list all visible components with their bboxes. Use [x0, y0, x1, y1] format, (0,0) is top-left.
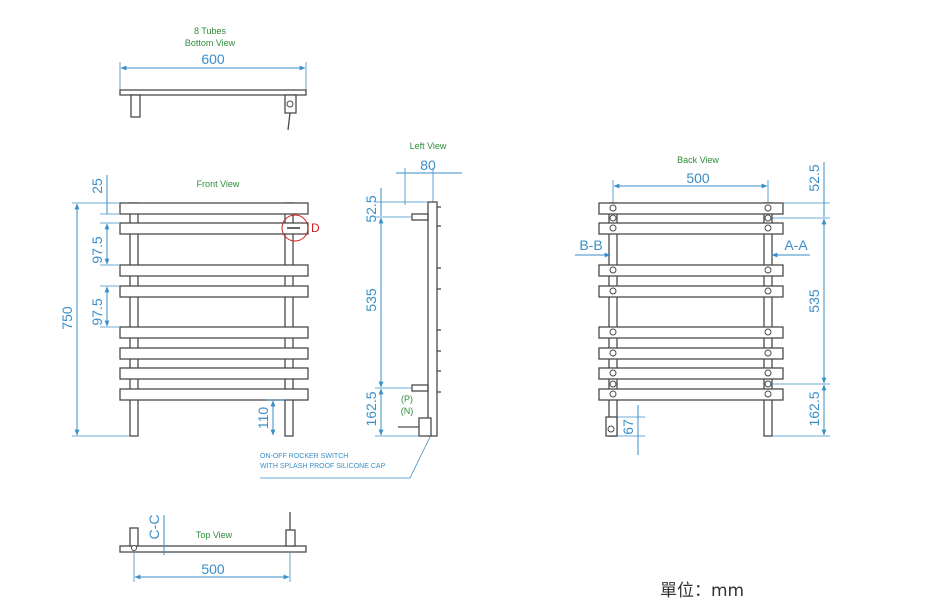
back-hole [764, 349, 772, 357]
left-tube-ends [437, 206, 441, 393]
front-top-dim: 25 [89, 178, 105, 194]
back-hole [609, 214, 617, 222]
left-bottom-dim: 162.5 [363, 391, 379, 426]
bottom-left-leg [130, 94, 141, 118]
front-left-rail [129, 202, 139, 437]
left-view: Left View 80 (P) (N) 52.5 535 [363, 141, 462, 437]
left-rail [427, 201, 438, 437]
back-hole [764, 390, 772, 398]
bottom-width-dim: 600 [201, 51, 225, 67]
top-width-dim: 500 [201, 561, 225, 577]
unit-label: 單位：mm [660, 581, 744, 601]
back-hole [764, 224, 772, 232]
back-tube [598, 367, 784, 380]
back-left-rail [608, 202, 618, 437]
back-width-dim: 500 [686, 170, 710, 186]
back-switch-dim: 67 [620, 419, 636, 435]
bottom-view: 8 Tubes Bottom View 600 [119, 26, 307, 131]
detail-d-circle [281, 214, 309, 242]
bottom-bar [119, 89, 307, 96]
top-left-post [129, 527, 139, 547]
back-hole [764, 214, 772, 222]
front-tube [119, 347, 309, 360]
back-tube [598, 347, 784, 360]
section-c-label: C-C [146, 515, 162, 540]
back-hole [764, 266, 772, 274]
bottom-cable [287, 112, 291, 131]
back-hole [609, 266, 617, 274]
back-tube [598, 285, 784, 298]
front-tube [119, 367, 309, 380]
front-spacing-1-dim: 97.5 [89, 236, 105, 263]
left-depth-dim: 80 [420, 157, 436, 173]
note-line1: ON-OFF ROCKER SWITCH [260, 453, 348, 460]
back-center-dim: 535 [806, 289, 822, 313]
terminal-n-label: (N) [401, 406, 414, 416]
front-tube [119, 388, 309, 401]
back-tube [598, 264, 784, 277]
bottom-view-title-line1: 8 Tubes [194, 26, 227, 36]
top-right-post [285, 529, 296, 547]
back-tube [598, 388, 784, 401]
front-tube [119, 264, 309, 277]
back-tube [598, 222, 784, 235]
back-view: Back View 500 [575, 155, 830, 455]
left-bracket-bottom [411, 384, 429, 392]
front-view-title: Front View [197, 179, 240, 189]
back-hole [609, 349, 617, 357]
top-view: Top View C-C 500 [119, 512, 307, 582]
section-a-label: A-A [784, 237, 808, 253]
back-hole [764, 369, 772, 377]
left-switch-housing [418, 417, 432, 437]
back-hole [609, 224, 617, 232]
front-tube [119, 285, 309, 298]
back-hole [764, 204, 772, 212]
back-hole [609, 380, 617, 388]
back-tube [598, 202, 784, 215]
left-bracket-top [411, 213, 429, 221]
back-switch-screw [607, 425, 615, 433]
back-holes [609, 204, 772, 398]
front-tubes [119, 202, 309, 401]
left-view-title: Left View [410, 141, 447, 151]
front-spacing-2-dim: 97.5 [89, 298, 105, 325]
back-tube [598, 326, 784, 339]
bottom-switch-screw [286, 100, 294, 108]
back-top-dim: 52.5 [806, 164, 822, 191]
back-hole [609, 328, 617, 336]
detail-d-label: D [311, 221, 320, 235]
section-b-label: B-B [579, 237, 602, 253]
left-top-dim: 52.5 [363, 195, 379, 222]
back-tubes [598, 202, 784, 401]
front-tube [119, 222, 309, 235]
bottom-view-title-line2: Bottom View [185, 38, 236, 48]
front-view: Front View D 750 25 [59, 175, 320, 437]
top-bar [119, 545, 307, 553]
terminal-p-label: (P) [401, 394, 413, 404]
back-view-title: Back View [677, 155, 719, 165]
back-hole [609, 287, 617, 295]
back-hole [764, 380, 772, 388]
back-hole [609, 204, 617, 212]
front-height-dim: 750 [59, 306, 75, 330]
back-hole [764, 328, 772, 336]
switch-note: ON-OFF ROCKER SWITCH WITH SPLASH PROOF S… [260, 436, 431, 479]
front-tube [119, 202, 309, 215]
front-leg-dim: 110 [255, 407, 271, 430]
left-center-dim: 535 [363, 288, 379, 312]
back-hole [609, 390, 617, 398]
back-hole [764, 287, 772, 295]
front-tube [119, 326, 309, 339]
note-line2: WITH SPLASH PROOF SILICONE CAP [260, 463, 386, 470]
back-hole [609, 369, 617, 377]
top-view-title: Top View [196, 530, 233, 540]
back-right-rail [763, 202, 773, 437]
note-leader [409, 436, 431, 479]
top-hole [131, 545, 137, 551]
back-bottom-dim: 162.5 [806, 391, 822, 426]
